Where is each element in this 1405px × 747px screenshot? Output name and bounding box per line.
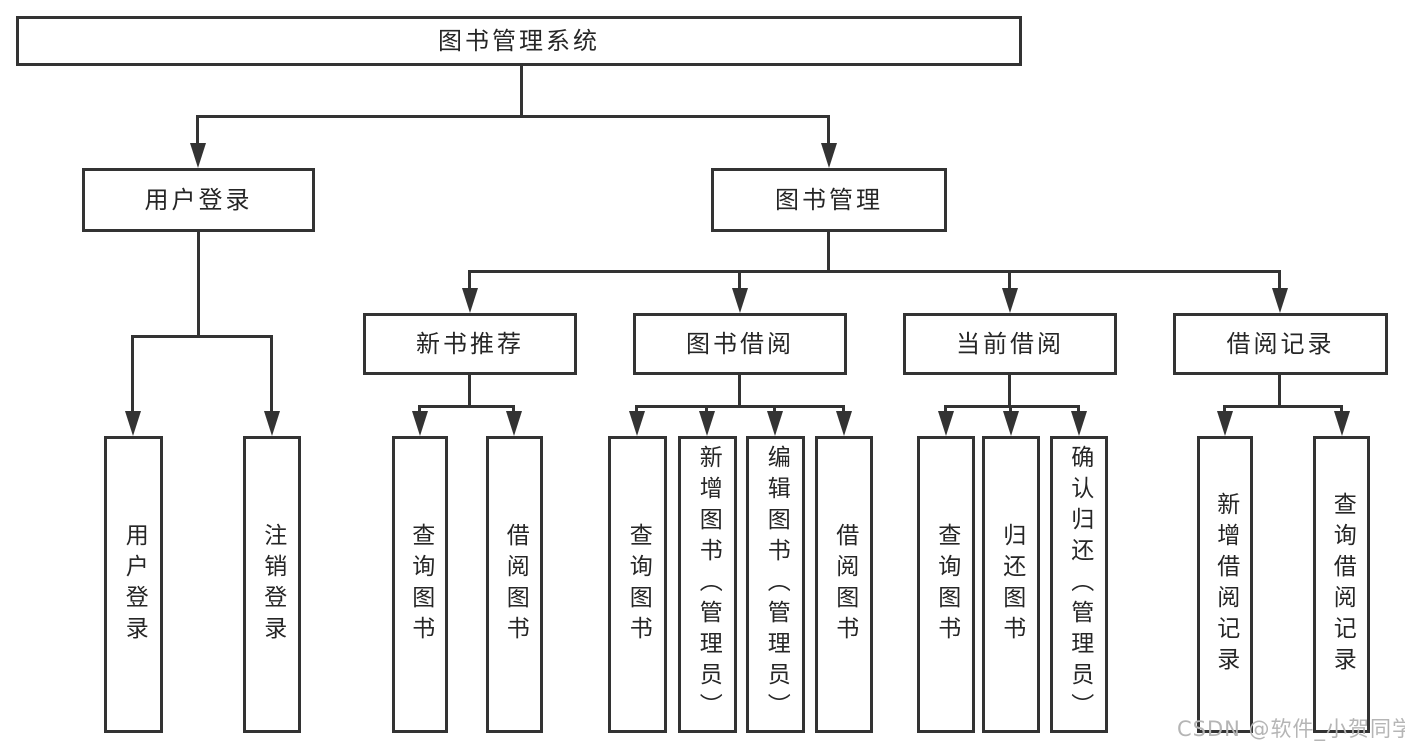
leaf-borrow-books-recommend: 借阅图书 bbox=[486, 436, 543, 733]
node-label: 查询图书 bbox=[407, 522, 434, 647]
connector-line bbox=[1077, 405, 1080, 415]
arrow-down-icon bbox=[1003, 411, 1019, 436]
node-label: 注销登录 bbox=[259, 522, 286, 647]
connector-line bbox=[418, 405, 515, 408]
connector-line bbox=[270, 335, 273, 415]
node-label: 图书借阅 bbox=[686, 329, 794, 358]
connector-line bbox=[1278, 270, 1281, 292]
node-label: 借阅图书 bbox=[502, 522, 529, 647]
connector-line bbox=[738, 375, 741, 408]
connector-line bbox=[468, 375, 471, 408]
node-label: 用户登录 bbox=[121, 522, 148, 647]
node-user-login: 用户登录 bbox=[82, 168, 315, 232]
arrow-down-icon bbox=[1272, 288, 1288, 313]
node-label: 查询借阅记录 bbox=[1329, 491, 1356, 678]
node-book-borrow: 图书借阅 bbox=[633, 313, 847, 375]
connector-line bbox=[944, 405, 1080, 408]
connector-line bbox=[827, 232, 830, 273]
node-label: 图书管理 bbox=[775, 185, 883, 214]
arrow-down-icon bbox=[938, 411, 954, 436]
arrow-down-icon bbox=[462, 288, 478, 313]
arrow-down-icon bbox=[767, 411, 783, 436]
connector-line bbox=[131, 335, 273, 338]
node-label: 当前借阅 bbox=[956, 329, 1064, 358]
connector-line bbox=[773, 405, 776, 415]
arrow-down-icon bbox=[506, 411, 522, 436]
connector-line bbox=[1008, 375, 1011, 408]
leaf-add-borrow-record: 新增借阅记录 bbox=[1197, 436, 1253, 733]
leaf-query-books-borrow: 查询图书 bbox=[608, 436, 667, 733]
node-label: 借阅图书 bbox=[831, 522, 858, 647]
node-borrow-records: 借阅记录 bbox=[1173, 313, 1388, 375]
arrow-down-icon bbox=[629, 411, 645, 436]
connector-line bbox=[1223, 405, 1226, 415]
connector-line bbox=[197, 232, 200, 338]
arrow-down-icon bbox=[1071, 411, 1087, 436]
connector-line bbox=[131, 335, 134, 415]
node-label: 新书推荐 bbox=[416, 329, 524, 358]
node-book-management: 图书管理 bbox=[711, 168, 947, 232]
leaf-edit-book-admin: 编辑图书（管理员） bbox=[746, 436, 805, 733]
connector-line bbox=[468, 270, 471, 292]
arrow-down-icon bbox=[699, 411, 715, 436]
arrow-down-icon bbox=[836, 411, 852, 436]
connector-line bbox=[520, 66, 523, 118]
connector-line bbox=[705, 405, 708, 415]
leaf-confirm-return-admin: 确认归还（管理员） bbox=[1050, 436, 1108, 733]
node-label: 查询图书 bbox=[625, 522, 652, 647]
connector-line bbox=[827, 115, 830, 145]
connector-line bbox=[1223, 405, 1342, 408]
csdn-watermark: CSDN @软件_小贺同学 bbox=[1177, 717, 1405, 741]
node-label: 用户登录 bbox=[144, 185, 253, 214]
arrow-down-icon bbox=[1334, 411, 1350, 436]
node-label: 确认归还（管理员） bbox=[1066, 445, 1093, 724]
node-label: 新增图书（管理员） bbox=[695, 445, 722, 724]
connector-line bbox=[196, 115, 199, 145]
arrow-down-icon bbox=[1217, 411, 1233, 436]
leaf-borrow-books-borrow: 借阅图书 bbox=[815, 436, 873, 733]
node-label: 编辑图书（管理员） bbox=[763, 445, 790, 724]
leaf-query-books-recommend: 查询图书 bbox=[392, 436, 448, 733]
arrow-down-icon bbox=[732, 288, 748, 313]
connector-line bbox=[1340, 405, 1343, 415]
arrow-down-icon bbox=[821, 143, 837, 168]
node-current-borrow: 当前借阅 bbox=[903, 313, 1117, 375]
connector-line bbox=[1008, 270, 1011, 292]
connector-line bbox=[842, 405, 845, 415]
arrow-down-icon bbox=[264, 411, 280, 436]
node-new-book-recommend: 新书推荐 bbox=[363, 313, 577, 375]
connector-line bbox=[418, 405, 421, 415]
arrow-down-icon bbox=[1002, 288, 1018, 313]
connector-line bbox=[468, 270, 1281, 273]
connector-line bbox=[635, 405, 638, 415]
connector-line bbox=[197, 115, 830, 118]
arrow-down-icon bbox=[125, 411, 141, 436]
connector-line bbox=[635, 405, 845, 408]
leaf-add-book-admin: 新增图书（管理员） bbox=[678, 436, 737, 733]
node-label: 借阅记录 bbox=[1226, 329, 1335, 358]
leaf-logout: 注销登录 bbox=[243, 436, 301, 733]
leaf-user-login: 用户登录 bbox=[104, 436, 163, 733]
node-label: 新增借阅记录 bbox=[1212, 491, 1239, 678]
connector-line bbox=[738, 270, 741, 292]
arrow-down-icon bbox=[190, 143, 206, 168]
arrow-down-icon bbox=[412, 411, 428, 436]
leaf-query-books-current: 查询图书 bbox=[917, 436, 975, 733]
connector-line bbox=[512, 405, 515, 415]
connector-line bbox=[944, 405, 947, 415]
leaf-query-borrow-record: 查询借阅记录 bbox=[1313, 436, 1370, 733]
node-label: 归还图书 bbox=[998, 522, 1025, 647]
node-label: 图书管理系统 bbox=[438, 26, 600, 55]
node-library-system: 图书管理系统 bbox=[16, 16, 1022, 66]
connector-line bbox=[1278, 375, 1281, 408]
leaf-return-books: 归还图书 bbox=[982, 436, 1040, 733]
node-label: 查询图书 bbox=[933, 522, 960, 647]
connector-line bbox=[1009, 405, 1012, 415]
